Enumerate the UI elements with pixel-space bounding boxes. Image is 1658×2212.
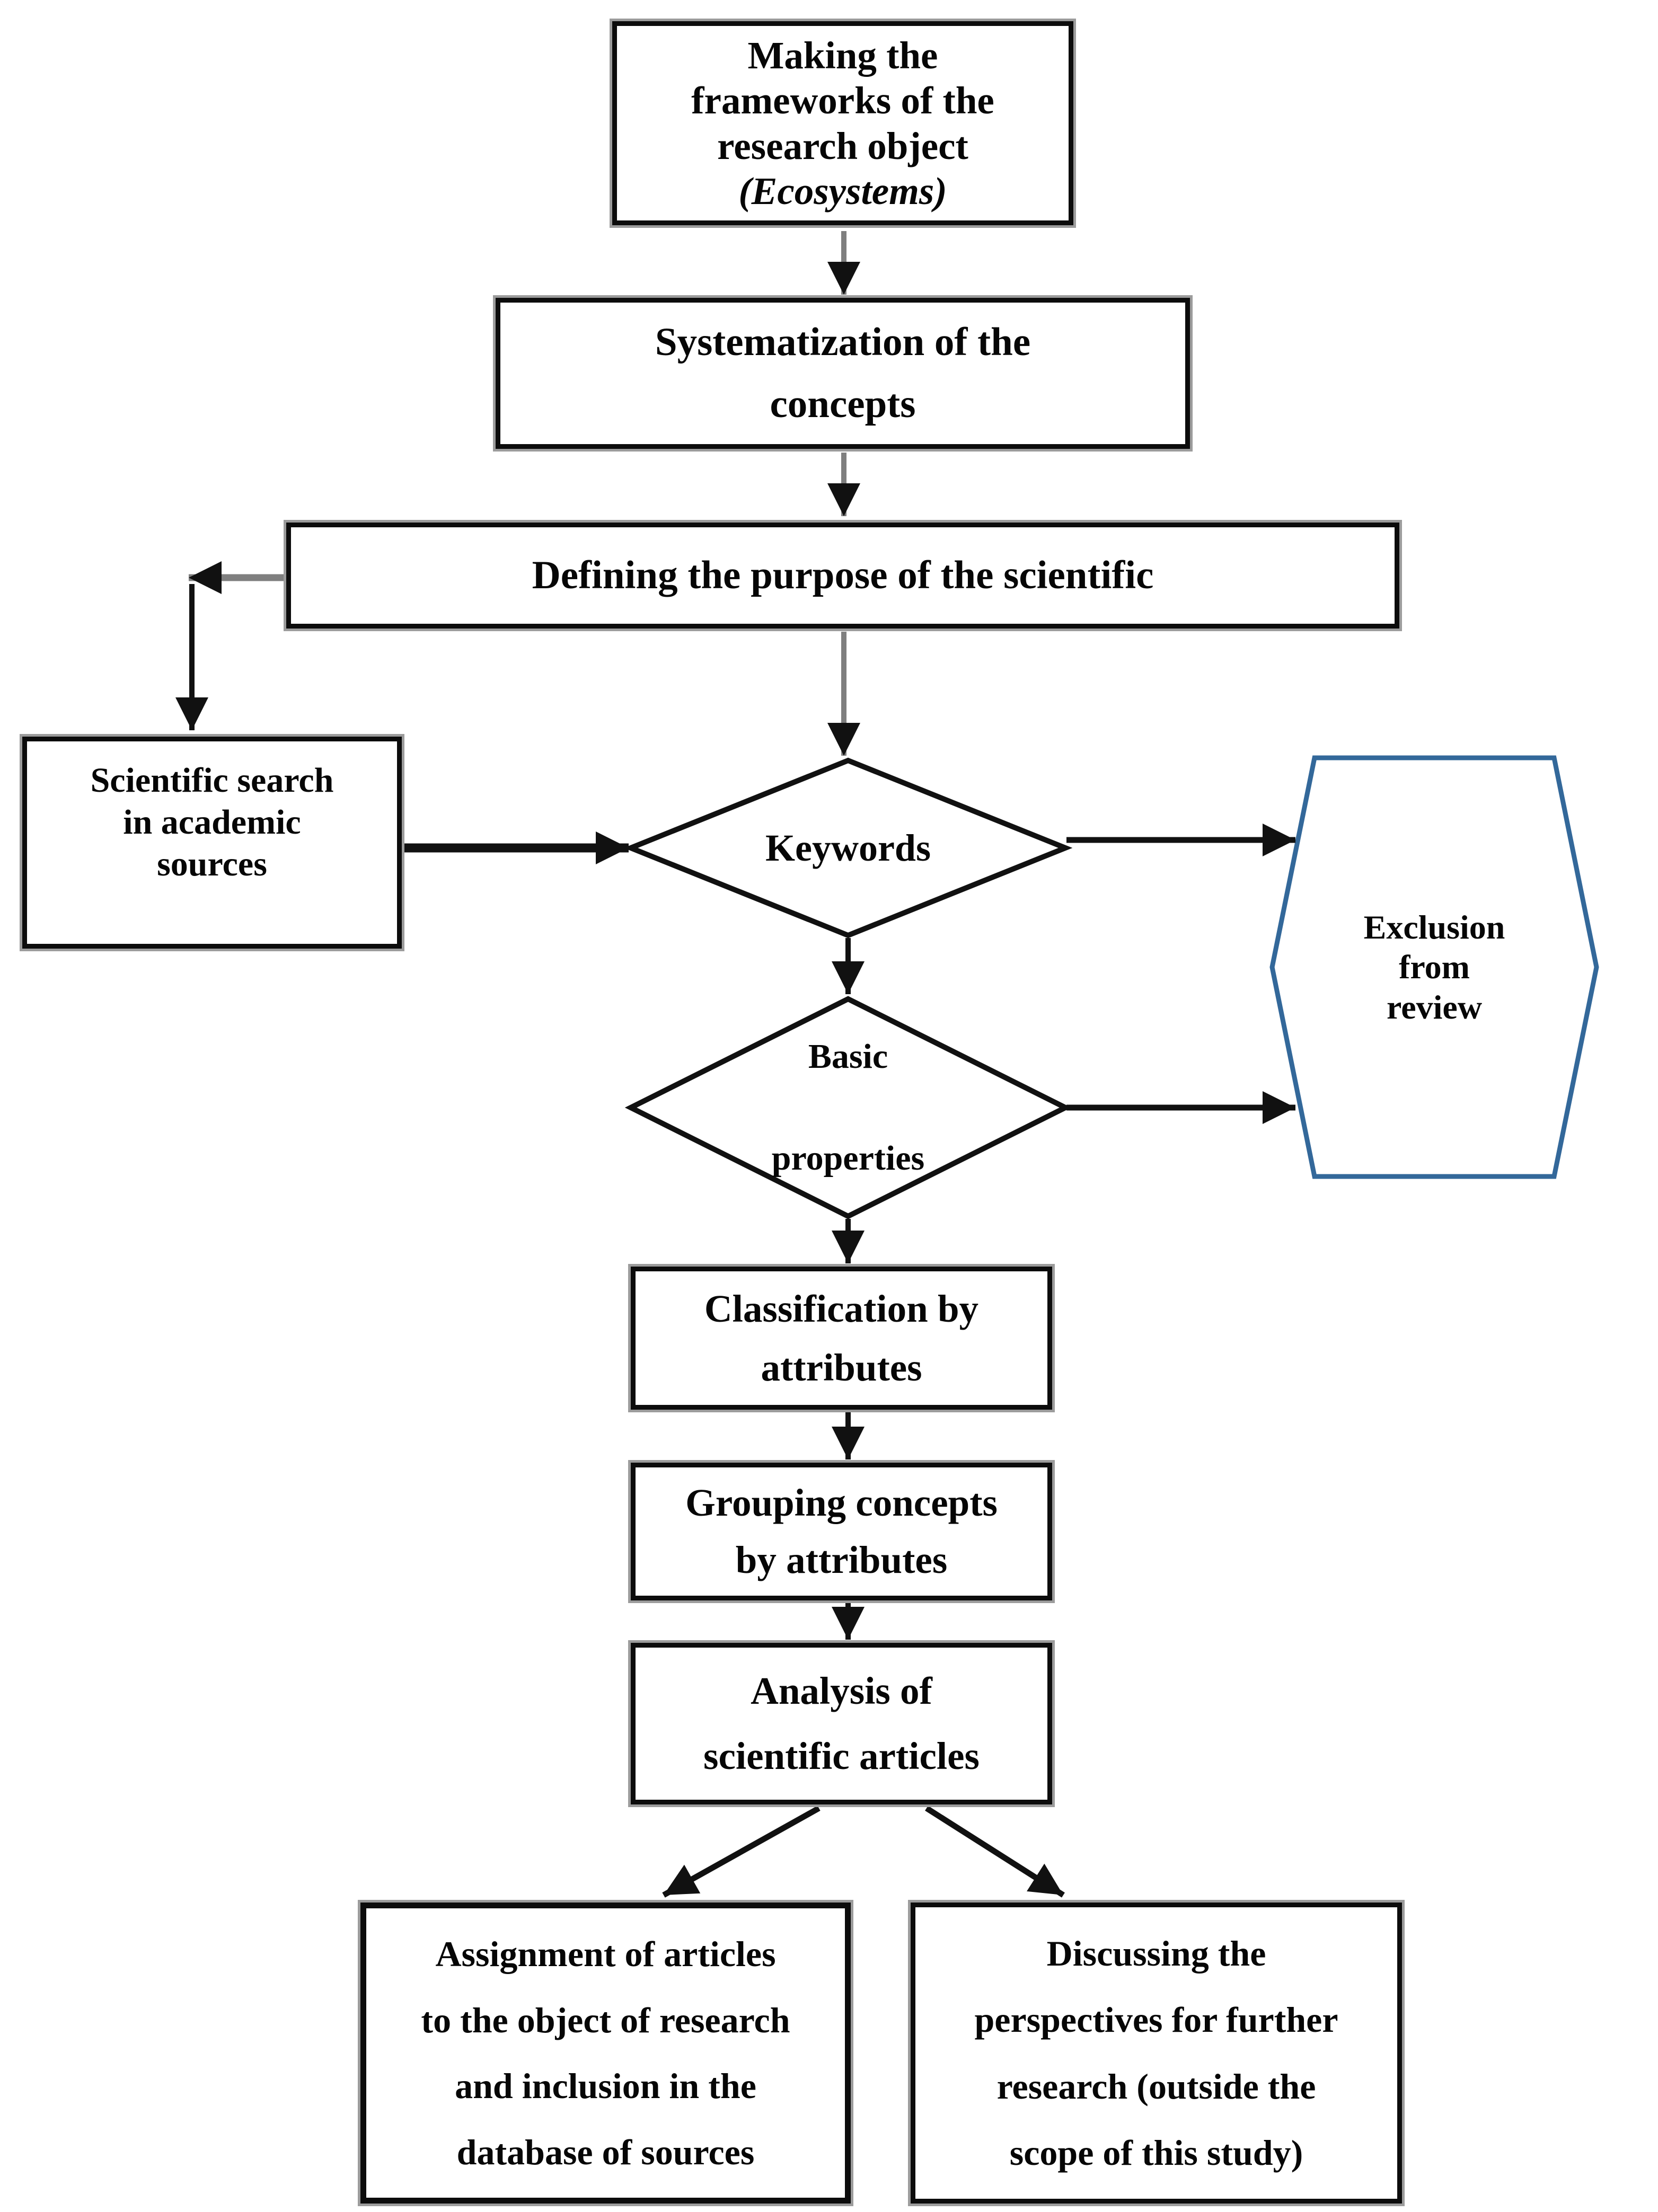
node-text-line: Exclusion — [1363, 908, 1505, 946]
basic-properties-diamond-shape — [624, 996, 1072, 1219]
node-text-line: Keywords — [765, 826, 931, 869]
node-assignment-of-articles: Assignment of articles to the object of … — [360, 1903, 851, 2204]
node-text-line: Grouping concepts — [685, 1481, 998, 1525]
node-text-line: scope of this study) — [1009, 2132, 1303, 2173]
arrow-analysis-to-assignment — [662, 1806, 821, 1898]
node-making-frameworks: Making the frameworks of the research ob… — [612, 21, 1073, 225]
node-text-line: Making the — [747, 33, 938, 77]
node-text-line: research object — [717, 124, 968, 167]
node-text-line: scientific articles — [703, 1735, 980, 1778]
node-text-line: Assignment of articles — [435, 1934, 776, 1975]
arrow-analysis-to-discussing — [925, 1806, 1065, 1898]
node-analysis-of-articles: Analysis of scientific articles — [631, 1643, 1052, 1804]
node-text-line: Analysis of — [751, 1669, 932, 1713]
node-text-line: Scientific search — [90, 761, 334, 800]
node-keywords-decision: Keywords — [631, 760, 1065, 935]
node-scientific-search: Scientific search in academic sources — [22, 737, 402, 949]
node-text-line: Classification by — [704, 1287, 979, 1330]
node-text-line: Basic — [808, 1037, 888, 1076]
node-text-line: frameworks of the — [691, 79, 994, 122]
node-text-line: Systematization of the — [655, 320, 1031, 364]
node-systematization: Systematization of the concepts — [496, 298, 1190, 449]
keywords-diamond-shape — [623, 757, 1073, 939]
node-text-line: in academic — [123, 803, 301, 842]
node-defining-purpose: Defining the purpose of the scientific — [286, 523, 1399, 629]
node-basic-properties-decision: Basic properties — [631, 999, 1065, 1216]
node-text-line: Discussing the — [1046, 1933, 1266, 1974]
node-text-line: to the object of research — [421, 1999, 790, 2040]
node-text-line: and inclusion in the — [455, 2066, 756, 2107]
node-text-line: review — [1386, 988, 1483, 1026]
node-text-line: Defining the purpose of the scientific — [532, 553, 1154, 597]
node-text-line: from — [1399, 948, 1470, 986]
node-text-line: sources — [157, 845, 267, 884]
node-grouping-concepts: Grouping concepts by attributes — [631, 1463, 1052, 1600]
node-text-line: research (outside the — [996, 2066, 1316, 2107]
node-text-line: concepts — [770, 382, 916, 426]
node-text-line-ecosystems: (Ecosystems) — [738, 169, 947, 213]
node-text-line: attributes — [761, 1346, 922, 1389]
node-classification-by-attributes: Classification by attributes — [631, 1267, 1052, 1410]
node-text-line: by attributes — [735, 1538, 948, 1582]
node-text-line: database of sources — [456, 2131, 755, 2172]
node-discussing-perspectives: Discussing the perspectives for further … — [911, 1903, 1402, 2204]
exclusion-hexagon-shape — [1269, 755, 1599, 1179]
node-exclusion-from-review: Exclusion from review — [1272, 758, 1597, 1176]
node-text-line: perspectives for further — [974, 1999, 1338, 2040]
node-text-line: properties — [771, 1139, 925, 1178]
